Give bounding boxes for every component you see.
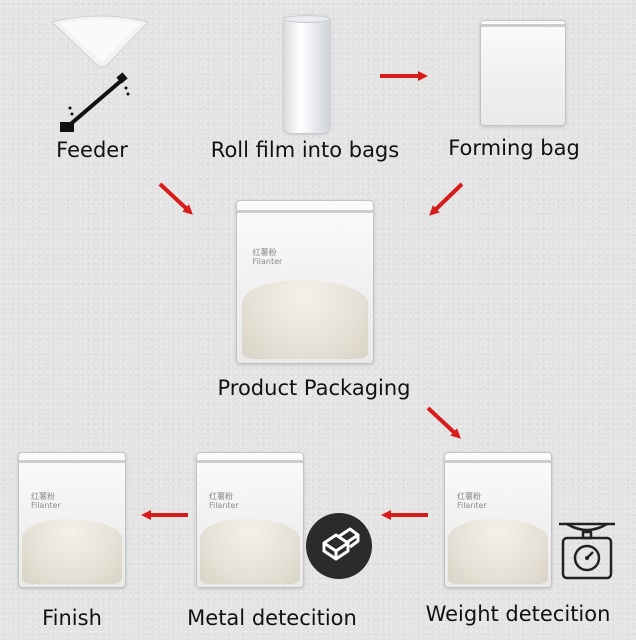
- arrow-packaging-to-weight: [426, 406, 461, 439]
- bag-brand-en: Filanter: [30, 500, 61, 510]
- step-label-forming-bag: Forming bag: [448, 136, 580, 160]
- product-bag-image: 红薯粉 Filanter: [236, 200, 374, 364]
- arrow-forming-to-packaging: [429, 182, 464, 216]
- bag-brand-cn: 红薯粉: [208, 491, 233, 501]
- weighing-scale-icon: [559, 522, 615, 580]
- finish-bag-image: 红薯粉 Filanter: [18, 452, 126, 588]
- step-label-roll-film: Roll film into bags: [210, 138, 400, 162]
- arrow-feeder-to-packaging: [158, 182, 193, 215]
- bag-brand-en: Filanter: [456, 500, 487, 510]
- weight-check-bag-image: 红薯粉 Filanter: [444, 452, 552, 588]
- step-label-metal-detection: Metal detecition: [187, 606, 357, 630]
- film-roll-image: [284, 15, 330, 133]
- bag-brand-en: Filanter: [252, 256, 283, 266]
- bag-brand-cn: 红薯粉: [456, 491, 481, 501]
- step-label-weight-detection: Weight detecition: [425, 602, 611, 626]
- step-label-product-packaging: Product Packaging: [217, 376, 411, 400]
- step-label-feeder: Feeder: [56, 138, 128, 162]
- step-label-finish: Finish: [42, 606, 102, 630]
- metal-check-bag-image: 红薯粉 Filanter: [196, 452, 304, 588]
- metal-detector-icon: [306, 513, 372, 579]
- bag-brand-cn: 红薯粉: [252, 248, 277, 258]
- feeder-icon: [50, 15, 149, 132]
- bag-brand-cn: 红薯粉: [30, 491, 55, 501]
- bag-brand-en: Filanter: [208, 500, 239, 510]
- empty-bag-image: [480, 20, 566, 126]
